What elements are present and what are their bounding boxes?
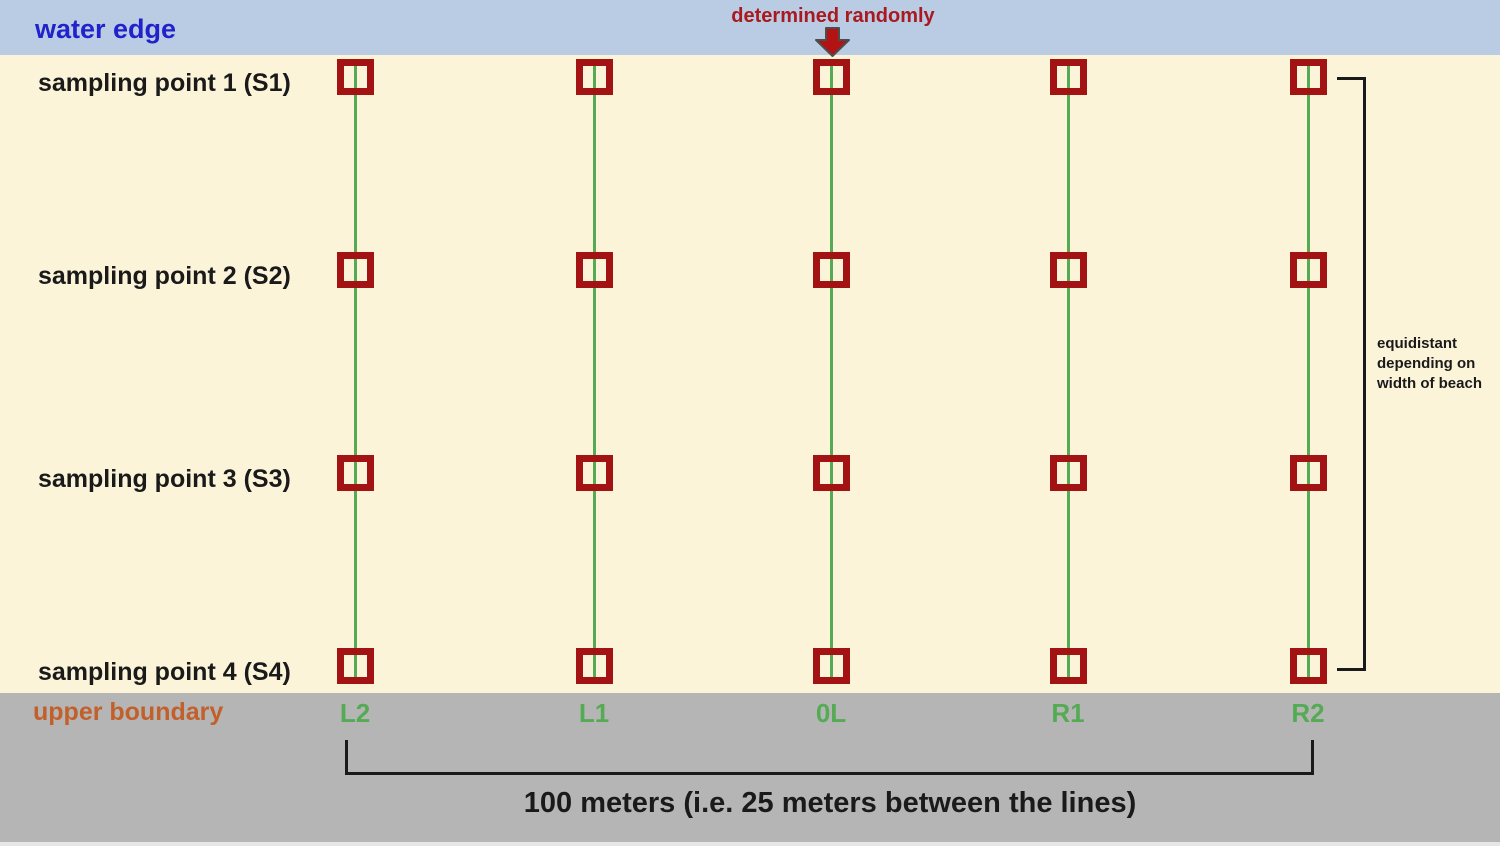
sampling-square (576, 59, 613, 95)
sampling-square (337, 252, 374, 288)
bracket-segment (1311, 740, 1314, 775)
sampling-square (1290, 455, 1327, 491)
sampling-square (337, 455, 374, 491)
bracket-segment (1363, 77, 1366, 671)
transect-label-L2: L2 (339, 698, 371, 728)
transect-label-R2: R2 (1291, 698, 1325, 728)
sampling-square (1050, 252, 1087, 288)
transect-label-R1: R1 (1051, 698, 1085, 728)
determined-randomly-label: determined randomly (731, 5, 935, 27)
equidistant-note-line: equidistant (1377, 335, 1458, 352)
sampling-square (576, 252, 613, 288)
upper-boundary-zone (0, 693, 1500, 846)
transect-label-L1: L1 (578, 698, 610, 728)
sampling-row-label: sampling point 4 (S4) (38, 658, 291, 686)
sampling-square (1050, 455, 1087, 491)
sampling-square (1290, 648, 1327, 684)
sampling-square (1290, 252, 1327, 288)
transect-line-L1 (593, 63, 596, 684)
transect-label-0L: 0L (815, 698, 847, 728)
distance-label: 100 meters (i.e. 25 meters between the l… (523, 787, 1137, 819)
bracket-segment (345, 772, 1314, 775)
water-edge-label: water edge (35, 14, 177, 44)
bracket-segment (345, 740, 348, 775)
down-arrow-icon (815, 27, 850, 57)
equidistant-note-line: width of beach (1377, 375, 1482, 392)
sampling-square (1050, 59, 1087, 95)
transect-line-L2 (354, 63, 357, 684)
sampling-square (337, 648, 374, 684)
sampling-square (337, 59, 374, 95)
upper-boundary-label: upper boundary (33, 698, 224, 726)
sampling-square (1290, 59, 1327, 95)
image-bottom-edge (0, 842, 1500, 846)
transect-line-R2 (1307, 63, 1310, 684)
sampling-row-label: sampling point 3 (S3) (38, 465, 291, 493)
sampling-square (813, 252, 850, 288)
transect-line-R1 (1067, 63, 1070, 684)
sampling-square (813, 648, 850, 684)
sampling-row-label: sampling point 1 (S1) (38, 69, 291, 97)
transect-line-0L (830, 63, 833, 684)
sampling-square (1050, 648, 1087, 684)
equidistant-note-line: depending on (1377, 355, 1476, 372)
sampling-square (813, 59, 850, 95)
sampling-square (813, 455, 850, 491)
bracket-segment (1337, 668, 1366, 671)
water-zone (0, 0, 1500, 55)
sampling-square (576, 648, 613, 684)
sampling-row-label: sampling point 2 (S2) (38, 262, 291, 290)
sampling-square (576, 455, 613, 491)
bracket-segment (1337, 77, 1366, 80)
beach-zone (0, 55, 1500, 693)
equidistant-note: equidistant depending on width of beach (1377, 334, 1497, 394)
